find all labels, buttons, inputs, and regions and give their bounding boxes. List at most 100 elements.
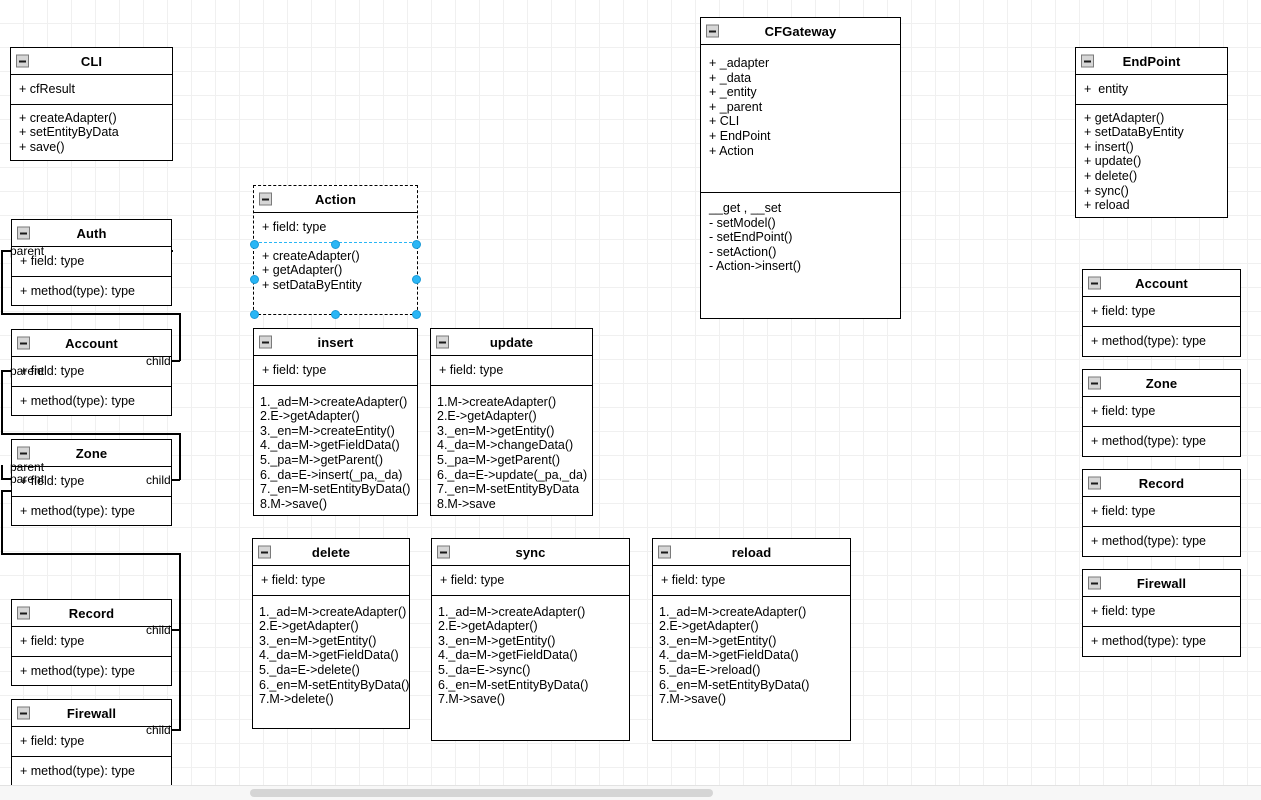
class-header[interactable]: Firewall <box>12 700 171 727</box>
uml-class-record-right[interactable]: Record + field: type + method(type): typ… <box>1082 469 1241 557</box>
minus-box-icon[interactable] <box>1088 476 1101 490</box>
minus-box-icon[interactable] <box>437 545 450 559</box>
attribute-row: + field: type <box>262 220 327 234</box>
method-row: 1._ad=M->createAdapter() <box>659 604 807 619</box>
class-header[interactable]: Zone <box>12 440 171 467</box>
connector-segment <box>1 313 181 315</box>
class-title: update <box>489 334 534 350</box>
method-row: + method(type): type <box>20 393 135 408</box>
class-header[interactable]: Action <box>254 186 417 213</box>
method-row: + createAdapter() <box>19 110 117 125</box>
class-header[interactable]: delete <box>253 539 409 566</box>
class-attributes: + field: type <box>1083 397 1240 427</box>
method-row: 2.E->getAdapter() <box>437 409 537 424</box>
edge-label-child: child <box>146 473 171 487</box>
method-row: 3._en=M->getEntity() <box>437 423 555 438</box>
class-header[interactable]: reload <box>653 539 850 566</box>
uml-class-account-left[interactable]: Account + field: type + method(type): ty… <box>11 329 172 416</box>
class-header[interactable]: EndPoint <box>1076 48 1227 75</box>
uml-class-firewall-right[interactable]: Firewall + field: type + method(type): t… <box>1082 569 1241 657</box>
resize-handle-bottom-center[interactable] <box>331 310 340 319</box>
uml-class-zone-right[interactable]: Zone + field: type + method(type): type <box>1082 369 1241 457</box>
uml-class-auth[interactable]: Auth + field: type + method(type): type <box>11 219 172 306</box>
class-header[interactable]: Record <box>12 600 171 627</box>
minus-box-icon[interactable] <box>706 24 719 38</box>
uml-class-cfgateway[interactable]: CFGateway + _adapter + _data + _entity +… <box>700 17 901 319</box>
uml-class-account-right[interactable]: Account + field: type + method(type): ty… <box>1082 269 1241 357</box>
class-title: delete <box>311 544 351 560</box>
resize-handle-bottom-left[interactable] <box>250 310 259 319</box>
minus-box-icon[interactable] <box>17 606 30 620</box>
minus-box-icon[interactable] <box>16 54 29 68</box>
uml-class-update[interactable]: update + field: type 1.M->createAdapter(… <box>430 328 593 516</box>
minus-box-icon[interactable] <box>436 335 449 349</box>
resize-handle-left-lower[interactable] <box>250 275 259 284</box>
class-header[interactable]: Account <box>12 330 171 357</box>
uml-class-endpoint[interactable]: EndPoint + entity + getAdapter() + setDa… <box>1075 47 1228 218</box>
class-header[interactable]: CLI <box>11 48 172 75</box>
scrollbar-thumb[interactable] <box>250 789 713 797</box>
class-header[interactable]: sync <box>432 539 629 566</box>
uml-class-firewall-left[interactable]: Firewall + field: type + method(type): t… <box>11 699 172 786</box>
uml-class-delete[interactable]: delete + field: type 1._ad=M->createAdap… <box>252 538 410 729</box>
class-attributes: + field: type <box>254 356 417 386</box>
minus-box-icon[interactable] <box>1081 54 1094 68</box>
uml-class-record-left[interactable]: Record + field: type + method(type): typ… <box>11 599 172 686</box>
class-attributes: + field: type <box>253 566 409 596</box>
class-header[interactable]: Record <box>1083 470 1240 497</box>
method-row: 3._en=M->getEntity() <box>259 633 377 648</box>
uml-class-cli[interactable]: CLI + cfResult + createAdapter() + setEn… <box>10 47 173 161</box>
horizontal-scrollbar[interactable] <box>0 785 1261 800</box>
minus-box-icon[interactable] <box>17 446 30 460</box>
class-header[interactable]: Auth <box>12 220 171 247</box>
class-methods: + method(type): type <box>1083 327 1240 356</box>
uml-class-sync[interactable]: sync + field: type 1._ad=M->createAdapte… <box>431 538 630 741</box>
class-header[interactable]: insert <box>254 329 417 356</box>
minus-box-icon[interactable] <box>1088 576 1101 590</box>
method-row: 1._ad=M->createAdapter() <box>438 604 586 619</box>
class-attributes: + entity <box>1076 75 1227 105</box>
minus-box-icon[interactable] <box>259 192 272 206</box>
minus-box-icon[interactable] <box>17 226 30 240</box>
minus-box-icon[interactable] <box>17 336 30 350</box>
class-methods: __get , __set - setModel() - setEndPoint… <box>701 193 900 280</box>
uml-class-insert[interactable]: insert + field: type 1._ad=M->createAdap… <box>253 328 418 516</box>
class-header[interactable]: CFGateway <box>701 18 900 45</box>
class-header[interactable]: Zone <box>1083 370 1240 397</box>
class-methods: 1._ad=M->createAdapter() 2.E->getAdapter… <box>653 596 850 713</box>
method-row: 7.M->delete() <box>259 692 334 707</box>
minus-box-icon[interactable] <box>658 545 671 559</box>
class-header[interactable]: Firewall <box>1083 570 1240 597</box>
uml-class-reload[interactable]: reload + field: type 1._ad=M->createAdap… <box>652 538 851 741</box>
class-methods: + createAdapter() + setEntityByData + sa… <box>11 105 172 161</box>
minus-box-icon[interactable] <box>1088 276 1101 290</box>
class-title: Account <box>65 335 118 351</box>
resize-handle-right-lower[interactable] <box>412 275 421 284</box>
class-methods: + method(type): type <box>1083 627 1240 656</box>
method-row: __get , __set <box>709 201 782 215</box>
class-methods: + method(type): type <box>1083 427 1240 456</box>
method-row: 5._pa=M->getParent() <box>437 452 560 467</box>
resize-handle-bottom-right[interactable] <box>412 310 421 319</box>
attribute-row: + field: type <box>1091 504 1156 518</box>
class-attributes: + field: type <box>12 627 171 657</box>
minus-box-icon[interactable] <box>259 335 272 349</box>
class-title: Firewall <box>66 705 117 721</box>
resize-handle-top-center[interactable] <box>331 240 340 249</box>
resize-handle-right-middle[interactable] <box>412 240 421 249</box>
class-header[interactable]: Account <box>1083 270 1240 297</box>
class-header[interactable]: update <box>431 329 592 356</box>
edge-label-parent: parent <box>10 460 45 474</box>
minus-box-icon[interactable] <box>1088 376 1101 390</box>
resize-handle-left-middle[interactable] <box>250 240 259 249</box>
minus-box-icon[interactable] <box>258 545 271 559</box>
method-row: 2.E->getAdapter() <box>259 619 359 634</box>
minus-box-icon[interactable] <box>17 706 30 720</box>
uml-class-action[interactable]: Action + field: type + createAdapter() +… <box>253 185 418 315</box>
class-attributes: + field: type <box>12 727 171 757</box>
attribute-row: + field: type <box>262 363 327 377</box>
uml-class-zone-left[interactable]: Zone + field: type + method(type): type <box>11 439 172 526</box>
attribute-row: + EndPoint <box>709 128 771 143</box>
method-row: + getAdapter() <box>1084 110 1165 125</box>
